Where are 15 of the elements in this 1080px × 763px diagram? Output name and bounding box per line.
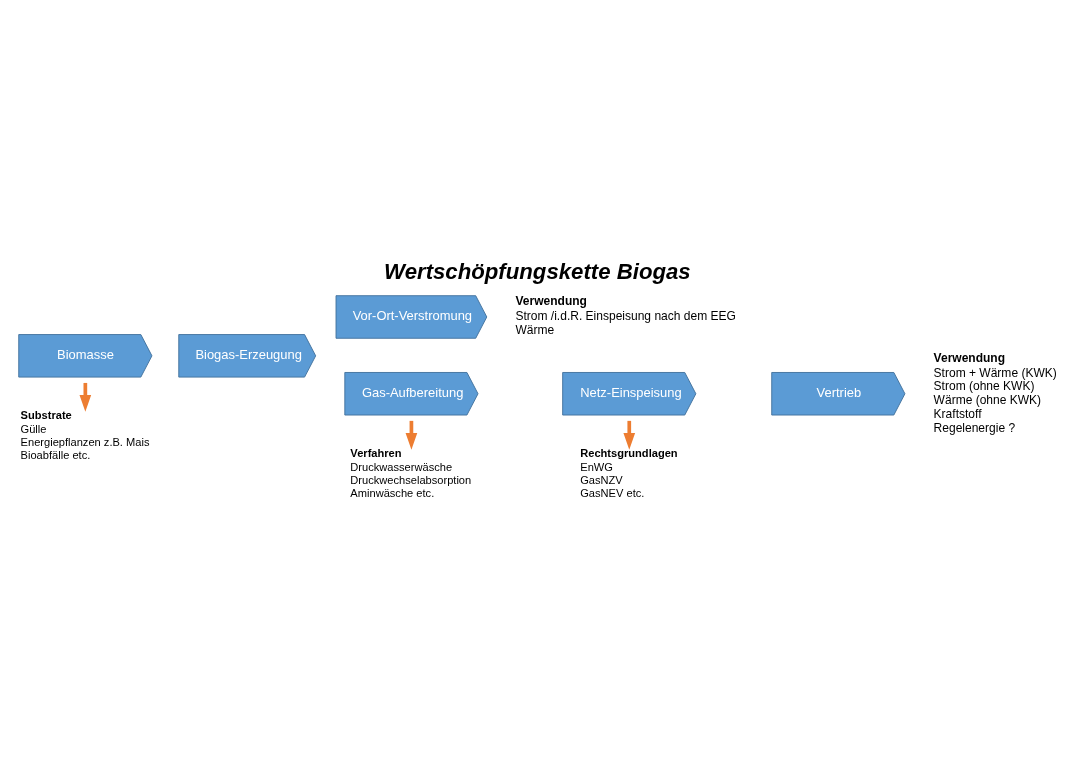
node-label: Wärme xyxy=(515,323,555,337)
node-label: Strom + Wärme (KWK) xyxy=(933,365,1057,380)
node-label: Kraftstoff xyxy=(933,407,982,422)
node-label: Verwendung xyxy=(515,294,587,309)
node-label: Verwendung xyxy=(933,350,1006,365)
arrow xyxy=(623,420,636,450)
node-label: Strom (ohne KWK) xyxy=(933,379,1035,394)
node-label: Regelenergie ? xyxy=(933,421,1016,436)
node-label: Strom /i.d.R. Einspeisung nach dem EEG xyxy=(515,309,736,324)
node-label: Wärme (ohne KWK) xyxy=(933,393,1042,408)
node-text: Substrate Gülle Energiepflanzen z.B. Mais Bioabfälle etc. xyxy=(20,409,150,462)
arrow xyxy=(79,382,92,412)
node-text: Rechtsgrundlagen EnWG GasNZV GasNEV etc. xyxy=(580,447,678,499)
diagram-title: Wertschöpfungskette Biogas xyxy=(384,259,691,285)
node-text: Verfahren Druckwasserwäsche Druckwechselabsorption Aminwäsche etc. xyxy=(350,447,472,499)
